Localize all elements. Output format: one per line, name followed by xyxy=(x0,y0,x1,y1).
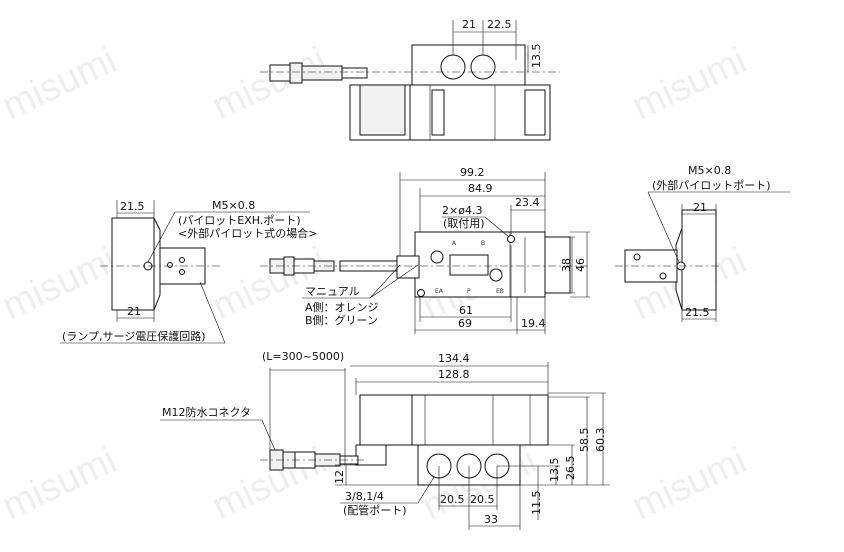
dim-99-2: 99.2 xyxy=(460,166,485,179)
manual-a-side: A側：オレンジ xyxy=(305,301,379,314)
dim-21: 21 xyxy=(127,305,141,318)
watermark: misumi xyxy=(0,439,123,528)
dim-33: 33 xyxy=(484,513,498,526)
dim-20-5-b: 20.5 xyxy=(470,493,495,506)
manual-label: マニュアル xyxy=(305,285,360,298)
pilot-exh-port-label: (パイロットEXH.ポート) xyxy=(178,214,301,227)
watermark: misumi xyxy=(626,39,753,128)
top-view: 21 22.5 13.5 xyxy=(260,18,560,141)
front-view: A B EA P EB 99.2 84.9 23.4 2×ø4.3 (取付用) … xyxy=(260,166,590,334)
right-dim-21: 21 xyxy=(693,201,707,214)
dim-26-5: 26.5 xyxy=(564,456,577,481)
watermark: misumi xyxy=(626,439,753,528)
right-dim-21-5: 21.5 xyxy=(685,306,710,319)
port-size-label: 3/8,1/4 xyxy=(345,490,384,503)
circuit-label: (ランプ,サージ電圧保護回路) xyxy=(62,329,206,343)
dim-84-9: 84.9 xyxy=(468,182,493,195)
cable-length-label: (L=300~5000) xyxy=(262,350,344,363)
watermark: misumi xyxy=(0,239,123,328)
dim-38: 38 xyxy=(560,258,573,272)
dim-128-8: 128.8 xyxy=(438,368,470,381)
hole-spec: 2×ø4.3 xyxy=(442,204,482,217)
left-side-view: 21.5 21 M5×0.8 (パイロットEXH.ポート) <外部パイロット式の… xyxy=(60,199,317,344)
manual-b-side: B側：グリーン xyxy=(305,313,378,327)
dim-21-5: 21.5 xyxy=(120,200,145,213)
dim-20-5-a: 20.5 xyxy=(440,493,465,506)
right-port-thread: M5×0.8 xyxy=(688,164,731,177)
dim-11-5: 11.5 xyxy=(530,491,543,516)
dim-46: 46 xyxy=(574,258,587,272)
dim-69: 69 xyxy=(458,317,472,330)
pipe-port-label: (配管ポート) xyxy=(343,503,407,517)
port-a-label: A xyxy=(452,240,457,247)
dim-13-5: 13.5 xyxy=(530,44,543,69)
port-thread-label: M5×0.8 xyxy=(212,199,255,212)
hole-note: (取付用) xyxy=(443,217,485,230)
dim-13-5-side: 13.5 xyxy=(548,458,561,483)
dim-21: 21 xyxy=(462,18,476,31)
bottom-side-view: (L=300~5000) 134.4 128.8 M12防水コネクタ 3/8,1… xyxy=(160,350,610,530)
dim-60-3: 60.3 xyxy=(594,428,607,453)
connector-label: M12防水コネクタ xyxy=(162,405,251,419)
dim-22-5: 22.5 xyxy=(487,18,512,31)
port-b-label: B xyxy=(481,240,485,247)
dim-58-5: 58.5 xyxy=(578,428,591,453)
watermark: misumi xyxy=(0,39,123,128)
port-eb-label: EB xyxy=(496,288,504,295)
watermark: misumi xyxy=(206,39,333,128)
external-pilot-note: <外部パイロット式の場合> xyxy=(178,226,317,240)
dim-23-4: 23.4 xyxy=(515,196,540,209)
dim-134-4: 134.4 xyxy=(438,352,470,365)
dim-19-4: 19.4 xyxy=(521,317,546,330)
right-side-view: M5×0.8 (外部パイロットポート) 21 21.5 xyxy=(615,164,790,322)
dim-12: 12 xyxy=(333,470,346,484)
port-ea-label: EA xyxy=(435,288,444,295)
dim-61: 61 xyxy=(459,304,473,317)
port-p-label: P xyxy=(467,288,471,295)
external-pilot-port-label: (外部パイロットポート) xyxy=(652,178,771,192)
